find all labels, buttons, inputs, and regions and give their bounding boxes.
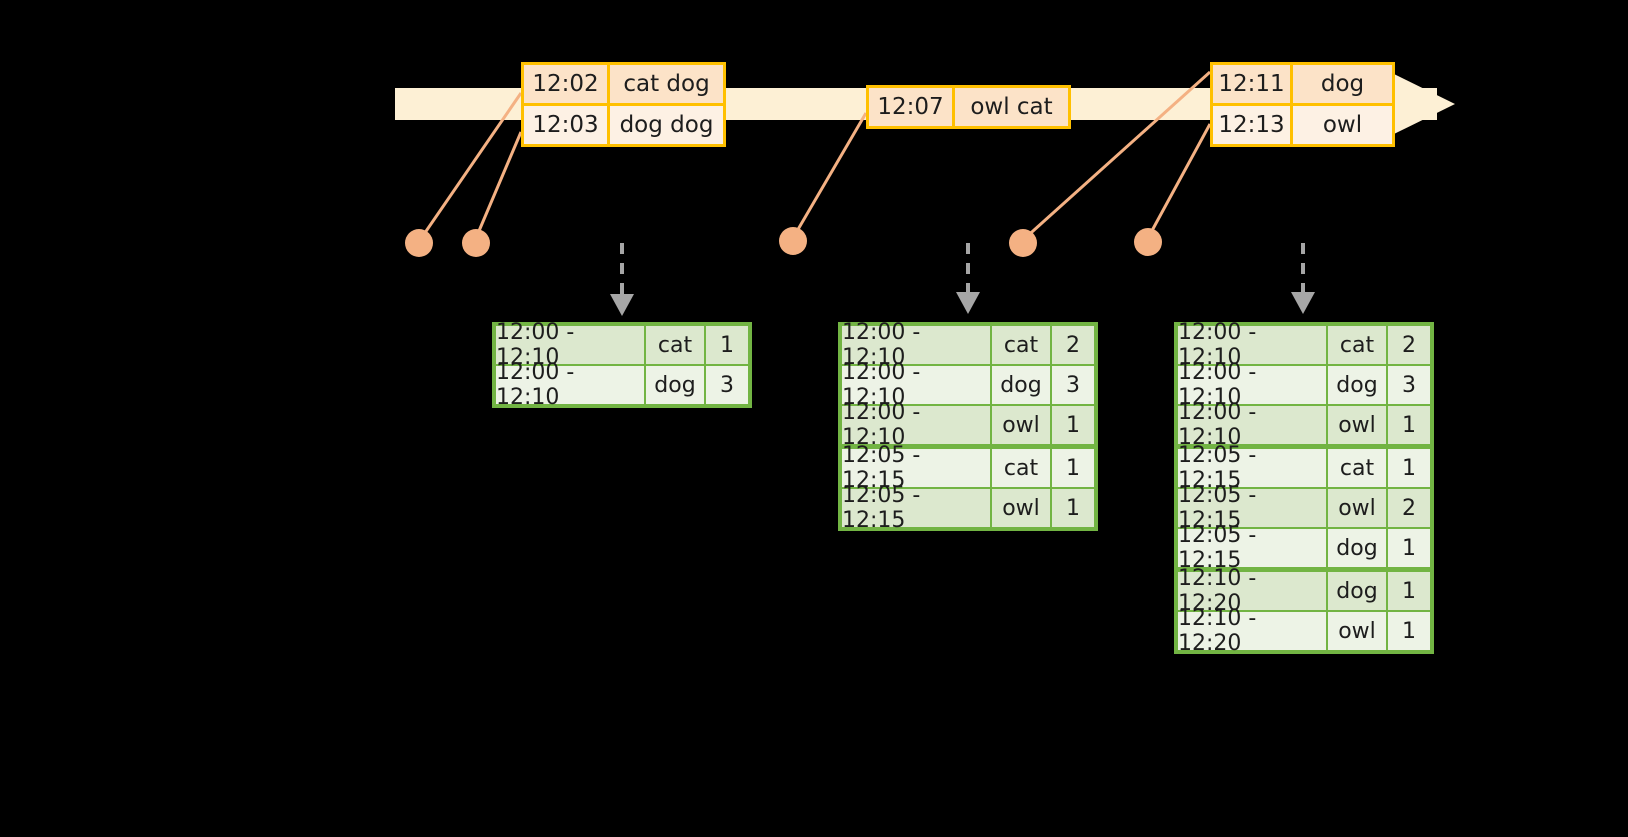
event-row[interactable]: 12:11 dog bbox=[1213, 65, 1392, 103]
event-dot-5 bbox=[1134, 228, 1162, 256]
cell-count: 1 bbox=[1402, 578, 1416, 604]
event-row[interactable]: 12:13 owl bbox=[1213, 103, 1392, 144]
event-words: owl cat bbox=[970, 94, 1053, 120]
table-row[interactable]: 12:00 - 12:10 dog 3 bbox=[842, 360, 1094, 410]
table-row[interactable]: 12:05 - 12:15 owl 1 bbox=[842, 483, 1094, 533]
event-group-2[interactable]: 12:07 owl cat bbox=[866, 85, 1071, 129]
result-table-1[interactable]: 12:00 - 12:10 cat 1 12:00 - 12:10 dog 3 bbox=[492, 320, 752, 410]
table-row[interactable]: 12:05 - 12:15 cat 1 bbox=[1178, 443, 1430, 493]
cell-window: 12:10 - 12:20 bbox=[1178, 606, 1328, 656]
connector-line-3 bbox=[791, 112, 868, 239]
flow-arrow-2 bbox=[956, 243, 980, 314]
event-time: 12:07 bbox=[869, 88, 955, 126]
flow-arrow-1 bbox=[610, 243, 634, 316]
event-time: 12:03 bbox=[524, 106, 610, 144]
cell-count: 2 bbox=[1066, 332, 1080, 358]
event-row[interactable]: 12:02 cat dog bbox=[524, 65, 723, 103]
cell-window: 12:05 - 12:15 bbox=[842, 443, 992, 493]
connector-line-5 bbox=[1146, 123, 1212, 239]
cell-window: 12:10 - 12:20 bbox=[1178, 566, 1328, 616]
result-table-2[interactable]: 12:00 - 12:10 cat 2 12:00 - 12:10 dog 3 … bbox=[838, 320, 1098, 533]
event-dot-3 bbox=[779, 227, 807, 255]
flow-arrow-3 bbox=[1291, 243, 1315, 314]
cell-count: 1 bbox=[1066, 412, 1080, 438]
event-time: 12:02 bbox=[524, 65, 610, 103]
cell-word: cat bbox=[646, 326, 706, 364]
table-row[interactable]: 12:00 - 12:10 dog 3 bbox=[1178, 360, 1430, 410]
cell-count: 3 bbox=[1066, 372, 1080, 398]
event-words: owl bbox=[1322, 112, 1363, 138]
cell-word: dog bbox=[646, 366, 706, 404]
cell-window: 12:05 - 12:15 bbox=[1178, 443, 1328, 493]
cell-window: 12:05 - 12:15 bbox=[1178, 483, 1328, 533]
table-row[interactable]: 12:10 - 12:20 dog 1 bbox=[1178, 566, 1430, 616]
event-dot-4 bbox=[1009, 229, 1037, 257]
cell-count: 3 bbox=[720, 372, 734, 398]
cell-count: 1 bbox=[720, 332, 734, 358]
cell-word: dog bbox=[1328, 529, 1388, 567]
table-row[interactable]: 12:00 - 12:10 owl 1 bbox=[1178, 400, 1430, 450]
cell-count: 1 bbox=[1402, 455, 1416, 481]
cell-window: 12:00 - 12:10 bbox=[1178, 360, 1328, 410]
cell-count: 1 bbox=[1066, 455, 1080, 481]
connector-line-1 bbox=[418, 92, 523, 241]
cell-count: 1 bbox=[1066, 495, 1080, 521]
cell-window: 12:00 - 12:10 bbox=[842, 320, 992, 370]
table-row[interactable]: 12:00 - 12:10 dog 3 bbox=[496, 360, 748, 410]
cell-count: 2 bbox=[1402, 495, 1416, 521]
event-dot-1 bbox=[405, 229, 433, 257]
cell-word: dog bbox=[1328, 572, 1388, 610]
cell-word: owl bbox=[1328, 406, 1388, 444]
cell-window: 12:00 - 12:10 bbox=[1178, 400, 1328, 450]
event-time: 12:13 bbox=[1213, 106, 1293, 144]
cell-word: owl bbox=[992, 406, 1052, 444]
table-row[interactable]: 12:05 - 12:15 cat 1 bbox=[842, 443, 1094, 493]
cell-window: 12:00 - 12:10 bbox=[842, 360, 992, 410]
event-words: cat dog bbox=[623, 71, 710, 97]
cell-word: owl bbox=[1328, 612, 1388, 650]
cell-word: cat bbox=[992, 326, 1052, 364]
connector-line-2 bbox=[474, 131, 523, 239]
cell-window: 12:05 - 12:15 bbox=[1178, 523, 1328, 573]
event-time: 12:11 bbox=[1213, 65, 1293, 103]
table-row[interactable]: 12:00 - 12:10 cat 1 bbox=[496, 320, 748, 370]
cell-word: cat bbox=[1328, 449, 1388, 487]
flow-arrows bbox=[610, 243, 1315, 316]
cell-word: owl bbox=[992, 489, 1052, 527]
cell-word: cat bbox=[992, 449, 1052, 487]
cell-window: 12:00 - 12:10 bbox=[496, 320, 646, 370]
table-row[interactable]: 12:00 - 12:10 owl 1 bbox=[842, 400, 1094, 450]
table-row[interactable]: 12:00 - 12:10 cat 2 bbox=[1178, 320, 1430, 370]
cell-window: 12:00 - 12:10 bbox=[842, 400, 992, 450]
event-group-1[interactable]: 12:02 cat dog 12:03 dog dog bbox=[521, 62, 726, 147]
cell-word: cat bbox=[1328, 326, 1388, 364]
cell-word: dog bbox=[992, 366, 1052, 404]
event-dot-2 bbox=[462, 229, 490, 257]
table-row[interactable]: 12:10 - 12:20 owl 1 bbox=[1178, 606, 1430, 656]
event-words: dog bbox=[1320, 71, 1365, 97]
cell-count: 1 bbox=[1402, 618, 1416, 644]
cell-count: 3 bbox=[1402, 372, 1416, 398]
event-row[interactable]: 12:07 owl cat bbox=[869, 88, 1068, 126]
event-group-3[interactable]: 12:11 dog 12:13 owl bbox=[1210, 62, 1395, 147]
event-row[interactable]: 12:03 dog dog bbox=[524, 103, 723, 144]
table-row[interactable]: 12:00 - 12:10 cat 2 bbox=[842, 320, 1094, 370]
connector-dots bbox=[405, 227, 1162, 257]
result-table-3[interactable]: 12:00 - 12:10 cat 2 12:00 - 12:10 dog 3 … bbox=[1174, 320, 1434, 656]
cell-count: 1 bbox=[1402, 412, 1416, 438]
cell-window: 12:00 - 12:10 bbox=[496, 360, 646, 410]
cell-window: 12:00 - 12:10 bbox=[1178, 320, 1328, 370]
cell-word: dog bbox=[1328, 366, 1388, 404]
cell-count: 1 bbox=[1402, 535, 1416, 561]
table-row[interactable]: 12:05 - 12:15 dog 1 bbox=[1178, 523, 1430, 573]
cell-window: 12:05 - 12:15 bbox=[842, 483, 992, 533]
cell-count: 2 bbox=[1402, 332, 1416, 358]
cell-word: owl bbox=[1328, 489, 1388, 527]
event-words: dog dog bbox=[619, 112, 714, 138]
table-row[interactable]: 12:05 - 12:15 owl 2 bbox=[1178, 483, 1430, 533]
